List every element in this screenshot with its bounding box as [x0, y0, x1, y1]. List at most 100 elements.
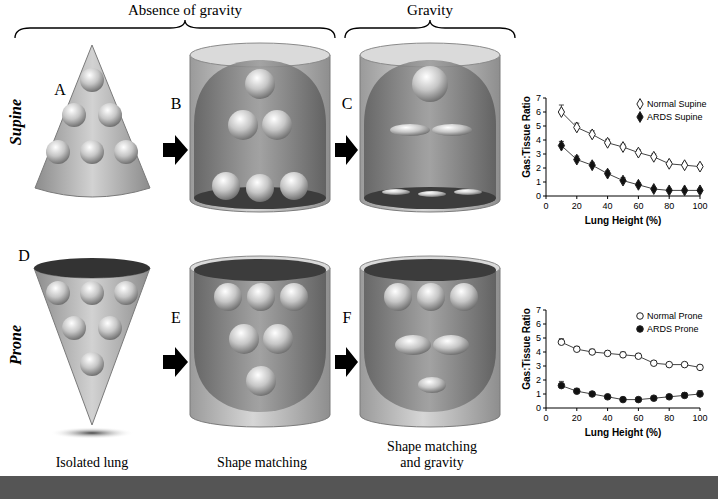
legend-marker	[637, 326, 644, 333]
tick-mark	[543, 126, 546, 127]
chest-cylinder-part	[418, 191, 446, 197]
panel-letter: A	[54, 81, 66, 99]
data-marker	[574, 154, 580, 165]
footer-band	[0, 476, 718, 499]
data-marker	[666, 394, 673, 401]
data-marker	[604, 137, 610, 148]
data-marker	[620, 142, 626, 153]
chest-cylinder-part	[384, 283, 412, 311]
y-axis	[546, 98, 547, 196]
chest-cylinder-part	[382, 189, 410, 195]
data-marker	[589, 391, 596, 398]
line-chart	[543, 310, 703, 411]
row-label: Supine	[7, 99, 25, 145]
chest-cylinder-part	[229, 324, 259, 354]
tick-label: 1	[536, 389, 541, 399]
chest-cylinder-part	[433, 335, 469, 355]
lung-cone-part	[34, 258, 150, 278]
column-caption: Isolated lung	[56, 455, 129, 471]
brace	[345, 20, 515, 38]
chest-cylinder-part	[262, 110, 292, 140]
data-marker	[558, 339, 565, 346]
block-arrow	[335, 347, 358, 377]
lung-cone-part	[62, 103, 86, 127]
lung-cone-part	[80, 281, 104, 305]
tick-mark	[669, 408, 670, 411]
tick-mark	[607, 196, 608, 199]
tick-label: 2	[536, 163, 541, 173]
tick-mark	[638, 196, 639, 199]
data-line	[561, 386, 700, 400]
row-label: Prone	[7, 325, 25, 365]
data-marker	[635, 179, 641, 190]
chest-cylinder-part	[194, 270, 326, 412]
lung-cone-part	[98, 316, 122, 340]
data-marker	[574, 388, 581, 395]
tick-label: 5	[536, 121, 541, 131]
tick-label: 3	[536, 149, 541, 159]
legend-text: ARDS Supine	[647, 112, 703, 122]
x-axis	[546, 408, 700, 409]
tick-mark	[700, 408, 701, 411]
lung-cone-part	[46, 140, 70, 164]
data-marker	[666, 158, 672, 169]
tick-mark	[543, 338, 546, 339]
data-marker	[604, 350, 611, 357]
panel-letter: C	[342, 95, 353, 113]
tick-label: 0	[543, 201, 548, 211]
panel-letter: E	[171, 309, 181, 327]
axis-title: Gas:Tissue Ratio	[521, 308, 533, 390]
tick-label: 100	[692, 413, 707, 423]
tick-label: 40	[603, 201, 613, 211]
block-arrow	[163, 135, 188, 165]
chest-cylinder-part	[245, 69, 275, 99]
data-marker	[681, 185, 687, 196]
chest-cylinder-part	[214, 283, 242, 311]
chest-cylinder-part	[418, 377, 446, 393]
lung-cone-part	[62, 316, 86, 340]
chest-cylinder-part	[360, 55, 500, 212]
lung-cone-part	[114, 140, 138, 164]
chest-cylinder-part	[280, 172, 308, 200]
data-marker	[666, 361, 673, 368]
data-marker	[666, 185, 672, 196]
lung-cone-part	[80, 68, 104, 92]
tick-label: 4	[536, 135, 541, 145]
tick-label: 20	[572, 201, 582, 211]
y-axis	[546, 310, 547, 408]
chest-cylinder-part	[246, 366, 276, 396]
data-marker	[697, 185, 703, 196]
legend-text: Normal Prone	[647, 311, 703, 321]
tick-label: 20	[572, 413, 582, 423]
chest-cylinder	[360, 43, 500, 212]
data-marker	[681, 392, 688, 399]
tick-label: 5	[536, 333, 541, 343]
lung-cone-part	[114, 281, 138, 305]
tick-label: 0	[536, 403, 541, 413]
lung-cone-part	[80, 140, 104, 164]
chest-cylinder-part	[432, 124, 472, 136]
legend-marker	[637, 313, 644, 320]
tick-mark	[546, 408, 547, 411]
chest-cylinder-part	[228, 110, 258, 140]
chest-cylinder-part	[247, 283, 275, 311]
tick-mark	[543, 324, 546, 325]
column-caption: Shape matching	[217, 455, 307, 471]
panel-letter: D	[18, 247, 30, 265]
data-marker	[604, 394, 611, 401]
data-marker	[681, 160, 687, 171]
chest-cylinder-part	[450, 283, 478, 311]
tick-mark	[543, 98, 546, 99]
data-marker	[589, 160, 595, 171]
tick-label: 1	[536, 177, 541, 187]
chest-cylinder	[190, 43, 330, 212]
section-heading: Gravity	[407, 2, 453, 19]
chest-cylinder-part	[246, 174, 274, 202]
data-marker	[635, 396, 642, 403]
chest-cylinder-part	[194, 60, 326, 209]
lung-cone-part	[98, 103, 122, 127]
tick-label: 7	[536, 305, 541, 315]
data-marker	[651, 184, 657, 195]
